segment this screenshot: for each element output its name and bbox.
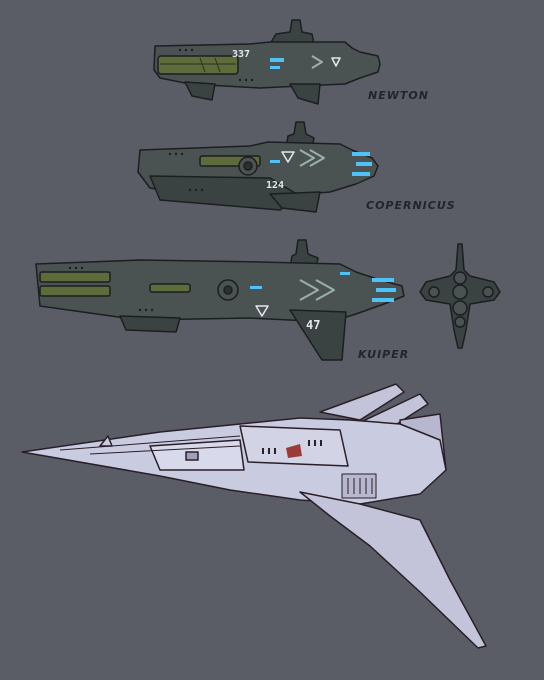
fighter-ship-drawing [21,383,487,649]
kuiper-ship-drawing [35,239,405,361]
newton-ship-drawing [153,19,381,105]
kuiper-front-view-drawing [419,243,501,349]
copernicus-label: COPERNICUS [366,199,456,212]
newton-hull-number: 337 [232,49,251,60]
copernicus-hull-number: 124 [266,180,285,191]
copernicus-ship-drawing [137,121,379,213]
kuiper-label: KUIPER [358,348,410,361]
kuiper-hull-number: 47 [306,318,321,332]
newton-label: NEWTON [368,89,429,102]
